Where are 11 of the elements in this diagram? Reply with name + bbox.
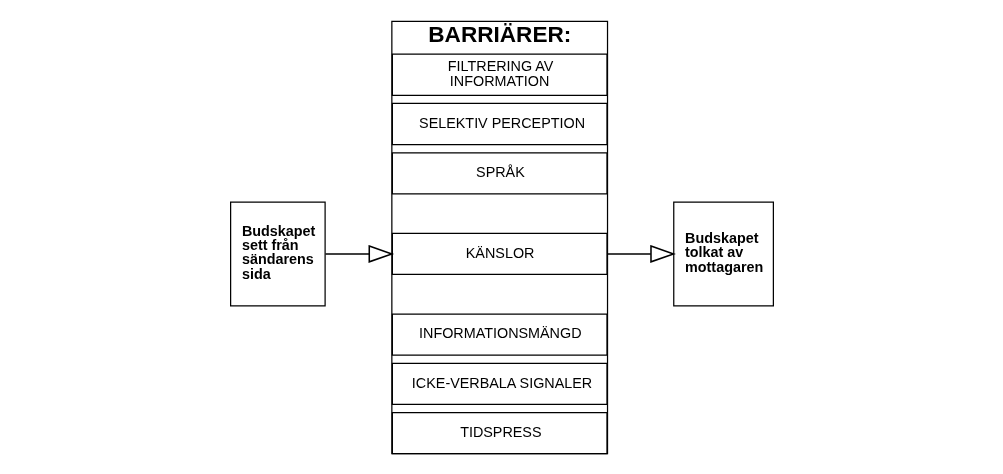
arrow [606, 244, 676, 263]
node-box: KÄNSLOR [391, 232, 608, 275]
node-box: ICKE-VERBALA SIGNALER [391, 362, 608, 405]
node-box: FILTRERING AV INFORMATION [391, 53, 608, 96]
node-box: SPRÅK [391, 151, 608, 194]
node-box: Budskapet tolkat av mottagaren [672, 200, 774, 306]
node-box: INFORMATIONSMÄNGD [391, 312, 608, 356]
node-box: TIDSPRESS [391, 411, 608, 454]
node-box: SELEKTIV PERCEPTION [391, 102, 608, 145]
node-box: Budskapet sett från sändarens sida [229, 200, 326, 306]
arrow [324, 244, 394, 263]
